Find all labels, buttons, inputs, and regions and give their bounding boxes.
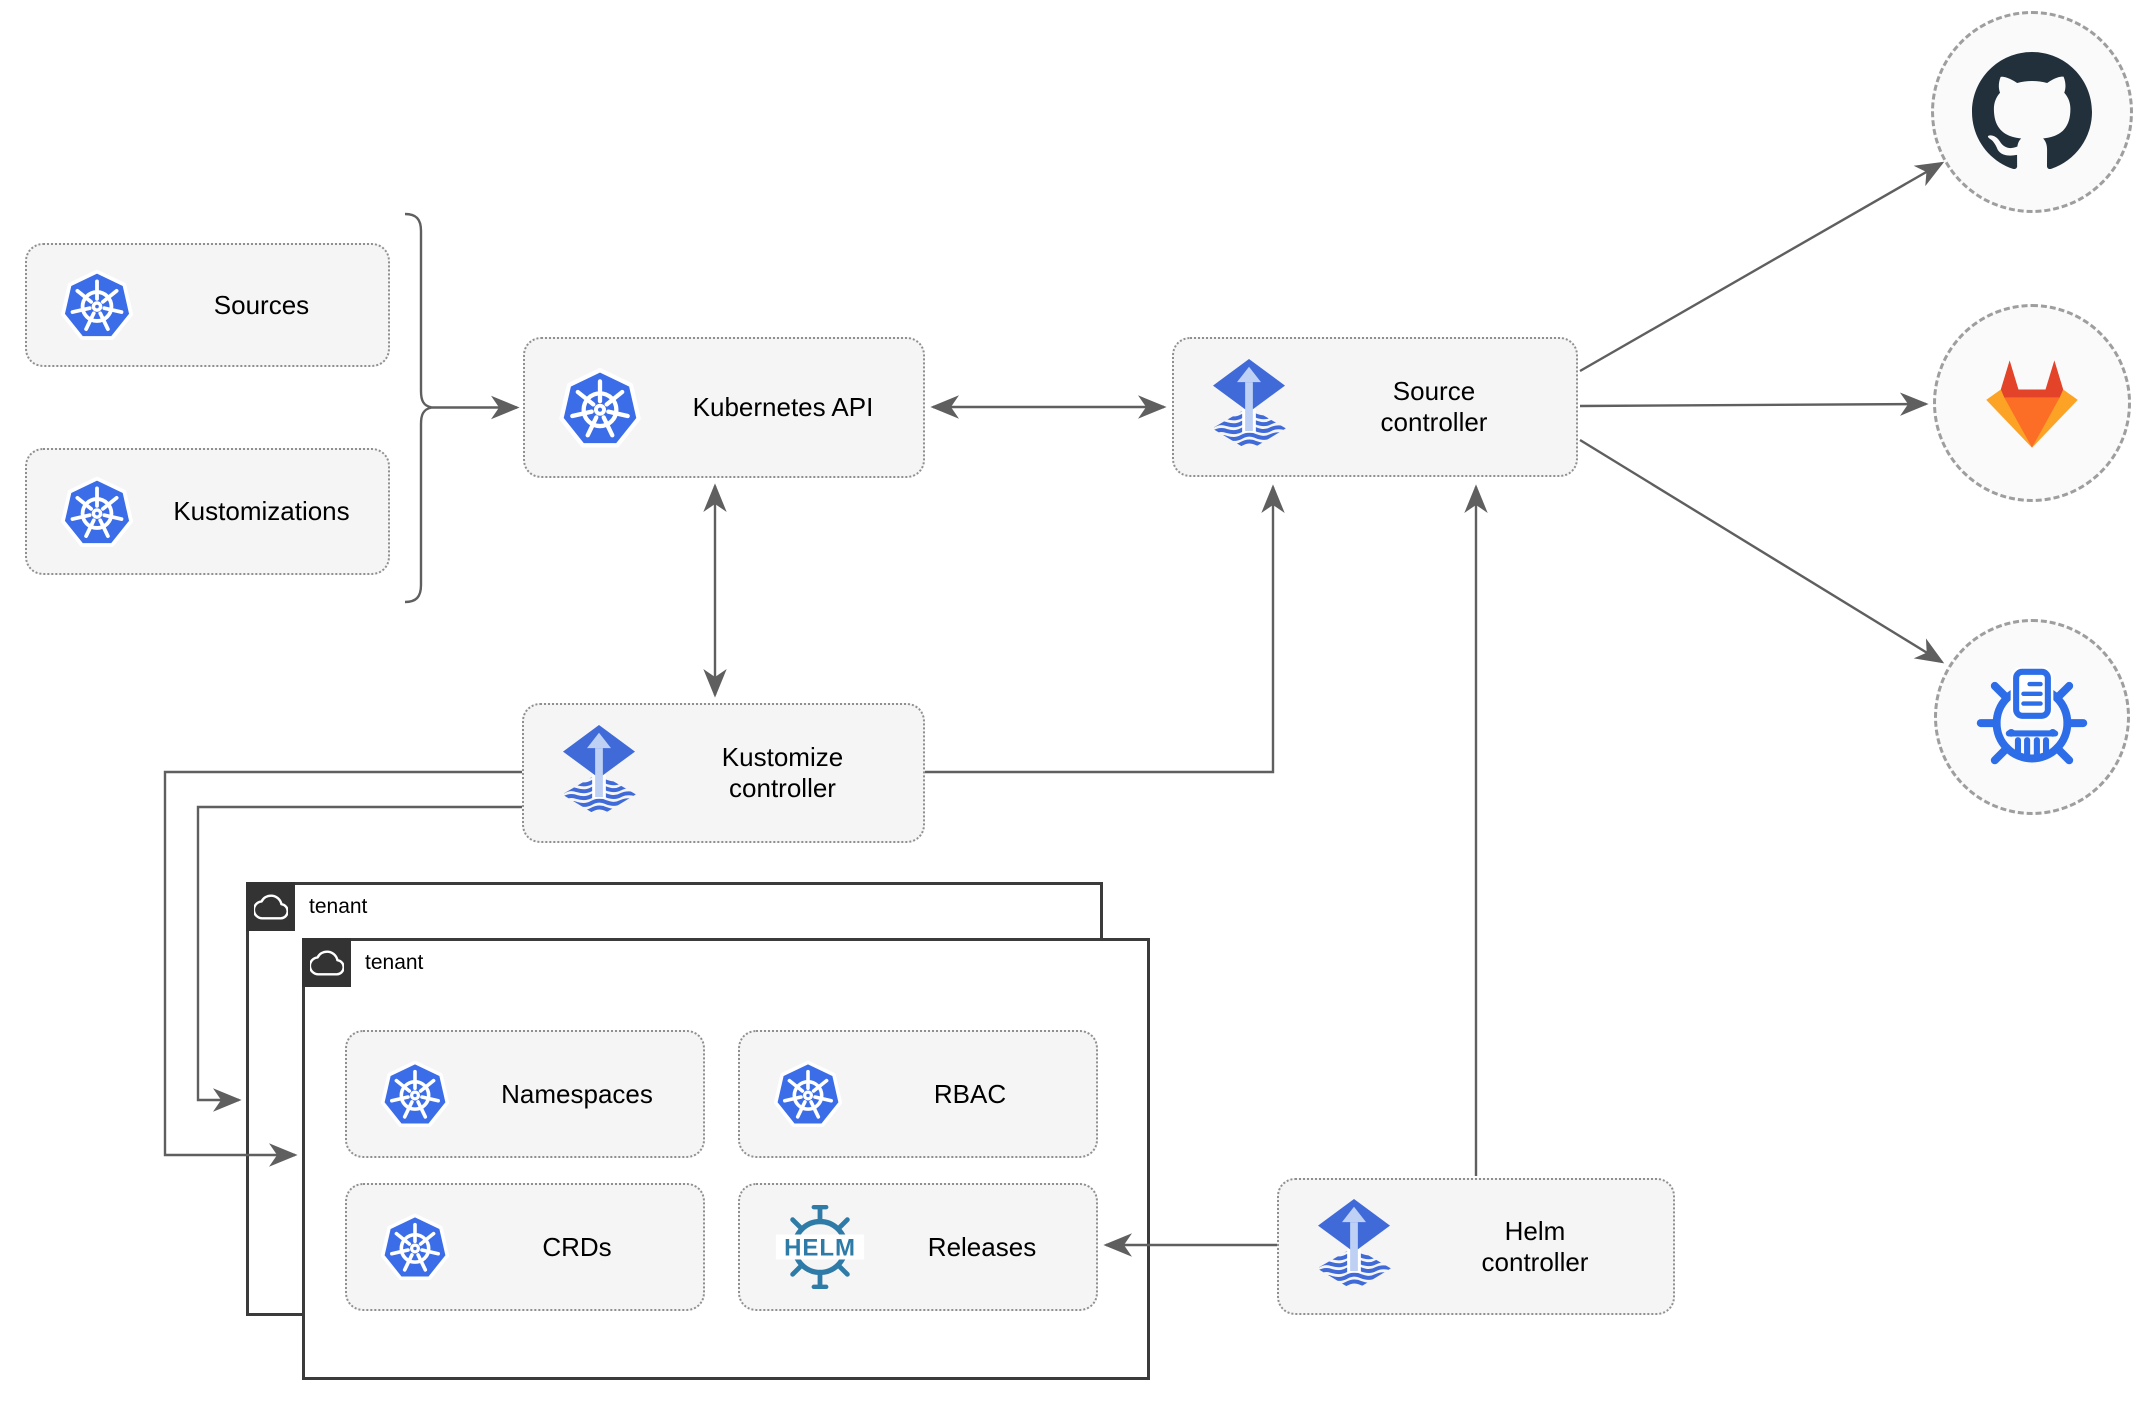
external-chart-repository	[1934, 619, 2130, 815]
tenant-label: tenant	[365, 950, 424, 974]
flux-icon	[556, 725, 642, 821]
kubernetes-icon	[379, 1211, 451, 1283]
tenant-group-front: tenant	[302, 938, 1150, 1380]
node-label: Namespaces	[501, 1078, 653, 1109]
node-helm-controller: Helm controller	[1277, 1178, 1675, 1315]
flux-icon	[1206, 359, 1292, 455]
kubernetes-icon	[59, 267, 135, 343]
edge-source-controller-to-github	[1579, 161, 1945, 373]
tenant-tab	[302, 938, 351, 987]
node-crds: CRDs	[345, 1183, 705, 1311]
cloud-icon	[254, 890, 288, 924]
flux-icon	[1311, 1199, 1397, 1295]
node-label: Kustomizations	[173, 496, 350, 527]
tenant-tab	[246, 882, 295, 931]
github-icon	[1972, 52, 2092, 170]
node-label: RBAC	[933, 1078, 1007, 1109]
node-label: Kubernetes API	[692, 392, 874, 423]
node-label: Kustomize controller	[721, 742, 844, 803]
node-label: Source controller	[1380, 376, 1488, 437]
kubernetes-icon	[557, 365, 643, 451]
gitlab-icon	[1986, 360, 2078, 448]
node-label: CRDs	[542, 1231, 612, 1262]
external-github	[1931, 11, 2133, 213]
node-label: Releases	[927, 1231, 1037, 1262]
kubernetes-icon	[772, 1058, 844, 1130]
node-source-controller: Source controller	[1172, 337, 1578, 477]
node-rbac: RBAC	[738, 1030, 1098, 1158]
node-sources: Sources	[25, 243, 390, 367]
bracket-sources-kustomizations	[404, 212, 433, 604]
external-gitlab	[1933, 304, 2131, 502]
kubernetes-icon	[59, 474, 135, 550]
kubernetes-icon	[379, 1058, 451, 1130]
helm-icon: HELM	[775, 1205, 865, 1289]
tenant-label: tenant	[309, 894, 368, 918]
edge-source-controller-to-chart-repository	[1579, 438, 1945, 664]
edge-source-controller-to-gitlab	[1579, 392, 1929, 416]
node-releases: HELM Releases	[738, 1183, 1098, 1311]
node-kustomizations: Kustomizations	[25, 448, 390, 575]
node-kustomize-controller: Kustomize controller	[522, 703, 925, 843]
node-namespaces: Namespaces	[345, 1030, 705, 1158]
edge-kustomize-controller-to-source-controller	[925, 484, 1285, 774]
node-label: Sources	[213, 289, 310, 320]
node-label: Helm controller	[1481, 1215, 1589, 1277]
cloud-icon	[310, 946, 344, 980]
chartmuseum-icon	[1976, 666, 2088, 765]
node-kubernetes-api: Kubernetes API	[523, 337, 925, 478]
helm-logo-text: HELM	[784, 1234, 856, 1261]
